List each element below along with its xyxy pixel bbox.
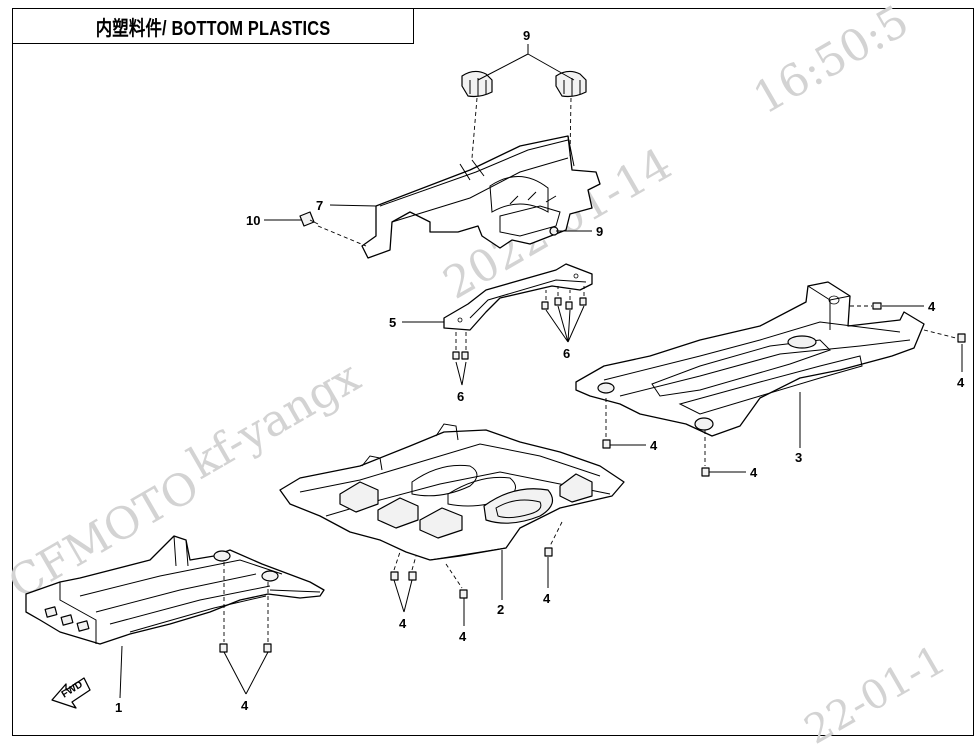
callout-6-right: 6 [563, 346, 570, 361]
part-1-front-skid-plate [25, 535, 325, 645]
callout-10: 10 [246, 213, 260, 228]
part-3-rear-skid-plate [575, 281, 925, 437]
part-7-tunnel-cover [361, 135, 601, 259]
callout-3: 3 [795, 450, 802, 465]
part-5-bracket [443, 263, 593, 331]
callout-6-left: 6 [457, 389, 464, 404]
callout-4-part2-left: 4 [399, 616, 407, 631]
forward-arrow-icon: FWD [51, 677, 91, 709]
callout-4-part1: 4 [241, 698, 249, 713]
callout-4-right-top: 4 [928, 299, 936, 314]
callout-9: 9 [596, 224, 603, 239]
watermark-text-date-2: 22-01-1 [797, 637, 954, 747]
callout-1: 1 [115, 700, 122, 715]
part-8-clips [461, 70, 587, 98]
fasteners [219, 211, 966, 653]
callout-4-mid-right: 4 [750, 465, 758, 480]
title-box: 内塑料件/ BOTTOM PLASTICS [12, 8, 414, 44]
watermark-text-user: kf-yangx [180, 351, 369, 490]
callout-labels: 9 7 10 9 5 6 6 4 4 3 4 4 2 4 4 4 1 4 [115, 28, 965, 715]
callout-4-mid-left: 4 [650, 438, 658, 453]
callout-4-part2-right: 4 [543, 591, 551, 606]
callout-2: 2 [497, 602, 504, 617]
callout-4-far-right: 4 [957, 375, 965, 390]
part-2-middle-skid-plate [279, 423, 625, 561]
watermark-text-time: 16:50:5 [745, 0, 917, 125]
callout-8: 9 [523, 28, 530, 43]
page-title: 内塑料件/ BOTTOM PLASTICS [95, 17, 331, 40]
callout-4-part2-center: 4 [459, 629, 467, 644]
callout-5: 5 [389, 315, 396, 330]
callout-7: 7 [316, 198, 323, 213]
leader-lines [119, 44, 963, 699]
